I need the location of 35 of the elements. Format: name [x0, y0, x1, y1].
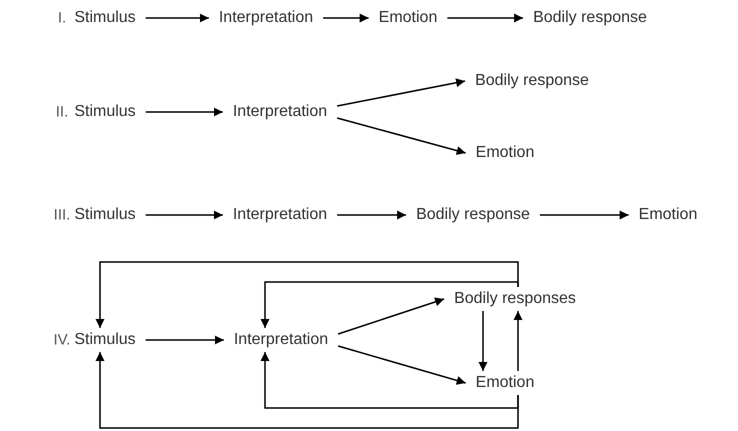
arrow [478, 311, 488, 371]
row-numeral: I. [58, 10, 66, 26]
arrow [336, 117, 466, 155]
arrow [338, 345, 466, 385]
row-numeral: III. [54, 206, 70, 224]
process-label: Emotion [466, 371, 544, 395]
arrow [447, 14, 524, 22]
arrow [146, 108, 223, 116]
process-label: Stimulus [64, 6, 146, 30]
process-label: Interpretation [222, 100, 338, 124]
row-numeral: II. [56, 104, 68, 120]
arrow [146, 336, 224, 344]
process-label: Bodily response [523, 6, 657, 30]
arrow [323, 14, 369, 22]
process-label: Interpretation [224, 328, 338, 352]
row-numeral: IV. [54, 332, 70, 348]
process-label: Bodily responses [444, 287, 586, 311]
arrow [337, 78, 466, 107]
arrow [514, 311, 522, 371]
arrow [337, 210, 406, 220]
arrow [96, 261, 519, 328]
process-label: Bodily response [465, 69, 599, 93]
arrow [540, 210, 629, 220]
arrow [260, 281, 519, 328]
process-label: Interpretation [222, 203, 338, 227]
arrow [260, 352, 519, 409]
process-label: Bodily response [406, 203, 540, 227]
process-label: Emotion [466, 141, 544, 165]
process-label: Emotion [628, 203, 708, 227]
process-label: Emotion [368, 6, 448, 30]
arrow [338, 298, 444, 335]
arrow [146, 210, 223, 220]
arrow [146, 14, 209, 22]
arrow [96, 352, 519, 429]
process-label: Interpretation [208, 6, 324, 30]
